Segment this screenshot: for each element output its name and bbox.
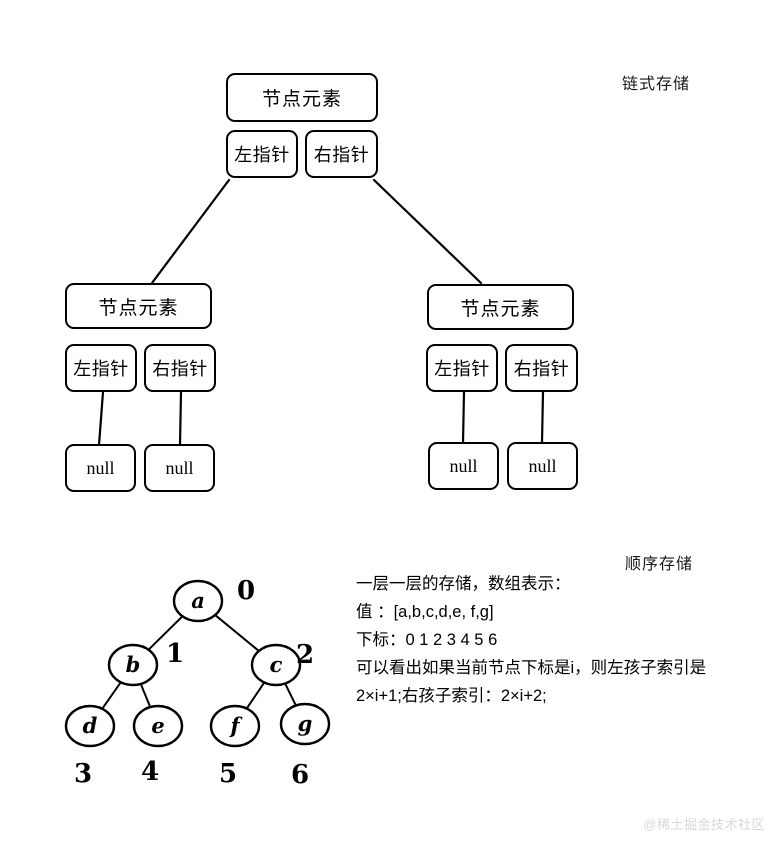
left-child-left-pointer-box: 左指针	[65, 344, 137, 392]
sketch-node-value: e	[151, 713, 164, 738]
watermark: @稀土掘金技术社区	[643, 817, 765, 832]
seq-line-4: 可以看出如果当前节点下标是i，则左孩子索引是	[356, 659, 707, 677]
left-child-right-pointer-box: 右指针	[144, 344, 216, 392]
right-child-left-null-box: null	[428, 442, 499, 490]
left-child-left-null-box: null	[65, 444, 136, 492]
sketch-edge	[214, 613, 260, 653]
sketch-node-index: 1	[166, 639, 184, 669]
sketch-node-index: 2	[296, 640, 314, 670]
right-child-element-box: 节点元素	[427, 284, 574, 330]
root-left-pointer-box: 左指针	[226, 130, 298, 178]
sketch-node-index: 4	[141, 757, 159, 787]
sketch-node-index: 5	[219, 759, 237, 789]
left-child-element-box: 节点元素	[65, 283, 212, 329]
seq-line-2: 值 ：[a,b,c,d,e, f,g]	[356, 603, 494, 621]
sketch-edge	[101, 681, 122, 710]
sketch-node-value: f	[228, 713, 243, 738]
right-child-right-null-box: null	[507, 442, 578, 490]
sketch-node-circle	[279, 702, 331, 746]
sketch-edge	[246, 682, 265, 709]
sketch-node-value: g	[298, 711, 313, 736]
sequential-storage-caption: 顺序存储	[625, 556, 694, 573]
sketch-node-value: b	[126, 652, 141, 677]
sketch-edge	[147, 615, 184, 651]
sketch-node-circle	[107, 643, 159, 687]
sketch-node-circle	[132, 704, 184, 748]
sketch-node-index: 3	[74, 759, 92, 789]
sketch-node-circle	[172, 579, 224, 623]
seq-line-3: 下标：0 1 2 3 4 5 6	[356, 631, 498, 649]
sketch-node-value: c	[270, 652, 283, 677]
sketch-node-index: 6	[291, 760, 309, 790]
sketch-node-circle	[250, 643, 302, 687]
sketch-node-circle	[209, 704, 261, 748]
sketch-node-value: a	[191, 588, 205, 613]
right-child-left-pointer-box: 左指针	[426, 344, 498, 392]
root-element-box: 节点元素	[226, 73, 378, 122]
root-right-pointer-box: 右指针	[305, 130, 378, 178]
seq-line-1: 一层一层的存储，数组表示：	[356, 575, 571, 593]
left-child-right-null-box: null	[144, 444, 215, 492]
sketch-edge	[284, 683, 297, 706]
linked-storage-caption: 链式存储	[622, 76, 691, 93]
sketch-node-index: 0	[237, 576, 255, 606]
seq-line-5: 2×i+1;右孩子索引：2×i+2;	[356, 687, 547, 705]
sequential-storage-description: 一层一层的存储，数组表示： 值 ：[a,b,c,d,e, f,g] 下标：0 1…	[356, 570, 766, 710]
right-child-right-pointer-box: 右指针	[505, 344, 578, 392]
sketch-node-value: d	[83, 713, 98, 738]
sketch-edge	[140, 684, 151, 707]
sketch-node-circle	[64, 704, 116, 748]
